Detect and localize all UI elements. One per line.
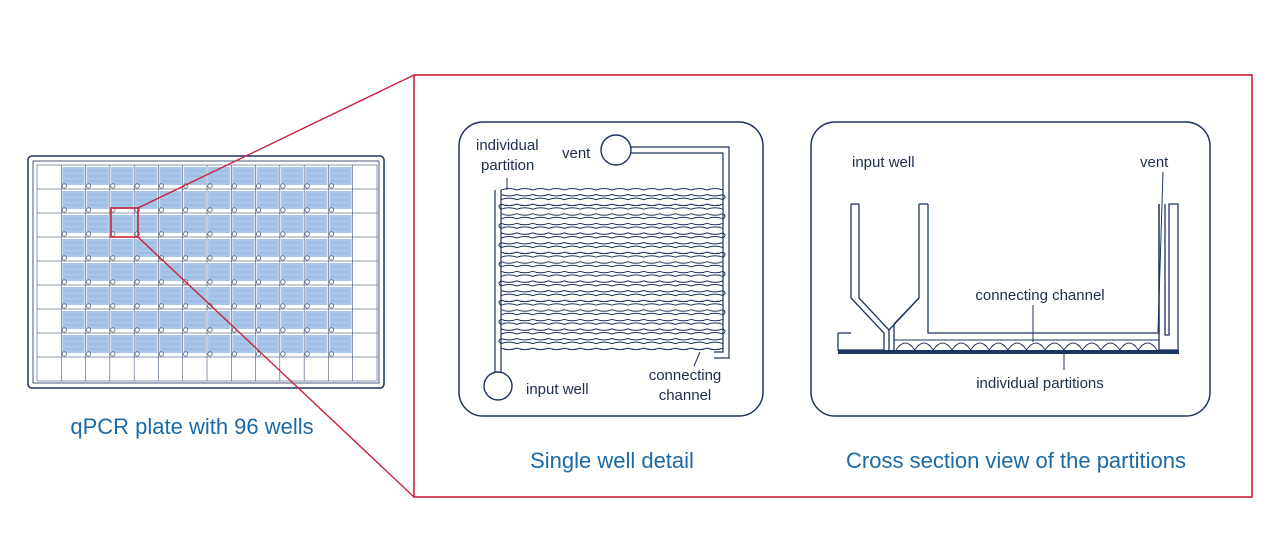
partition-row-top	[500, 226, 724, 229]
single-well-caption: Single well detail	[530, 448, 694, 473]
partition-row-bottom	[500, 213, 724, 216]
partition-row-top	[500, 312, 724, 316]
partition-row-top	[500, 188, 724, 191]
partition-row-bottom	[500, 270, 724, 274]
plate-caption: qPCR plate with 96 wells	[70, 414, 313, 439]
base-plate	[838, 350, 1179, 354]
input-well-wall-left	[858, 204, 890, 350]
partition-turn	[498, 318, 502, 325]
partition-row-bottom	[500, 251, 724, 255]
partition-turn	[722, 232, 726, 239]
input-well-circle	[483, 371, 513, 401]
partition-row-top	[500, 284, 724, 287]
partition-turn	[722, 270, 726, 277]
cross-section-box	[810, 121, 1211, 417]
label-connecting-channel-1: connecting	[649, 367, 722, 384]
partition-row-bottom	[500, 328, 724, 331]
partition-row-bottom	[500, 347, 724, 351]
partition-row-bottom	[500, 309, 724, 312]
partition-row-bottom	[500, 241, 724, 245]
partition-row-top	[500, 255, 724, 258]
cross-section-panel: input well vent connecting channel indiv…	[810, 121, 1211, 417]
partition-turn	[498, 299, 502, 306]
partition-row-top	[500, 236, 724, 239]
xs-label-individual-partitions: individual partitions	[976, 375, 1104, 392]
partition-row-top	[500, 207, 724, 210]
partition-turn	[498, 242, 502, 249]
vent-channel	[631, 146, 730, 359]
partition-row-top	[500, 341, 724, 345]
input-well-wall-outer	[850, 204, 885, 350]
zoom-line-bottom	[137, 236, 415, 498]
label-individual-partition-1: individual	[476, 137, 539, 154]
partition-row-top	[500, 322, 724, 325]
plate-well-grid	[36, 164, 378, 382]
partition-row-bottom	[500, 261, 724, 264]
channel-leader	[693, 351, 701, 367]
partition-row-bottom	[500, 232, 724, 235]
partition-turn	[498, 222, 502, 229]
qpcr-plate	[27, 155, 385, 389]
vent-circle	[600, 134, 632, 166]
partition-turn	[498, 203, 502, 210]
partition-row-top	[500, 197, 724, 201]
label-vent: vent	[562, 145, 591, 162]
partition-row-bottom	[500, 222, 724, 226]
partition-row-top	[500, 264, 724, 268]
xs-vent-leader	[1157, 171, 1164, 333]
cross-section-caption: Cross section view of the partitions	[846, 448, 1186, 473]
label-connecting-channel-2: channel	[659, 387, 712, 404]
label-individual-partition-2: partition	[481, 157, 534, 174]
partition-row-top	[500, 245, 724, 249]
partition-array	[498, 188, 726, 351]
partition-row-bottom	[500, 280, 724, 283]
partition-turn	[722, 194, 726, 201]
partition-turn	[498, 338, 502, 345]
partition-turn	[722, 290, 726, 297]
xs-label-vent: vent	[1140, 154, 1169, 171]
partition-turn	[498, 261, 502, 268]
partition-row-top	[500, 274, 724, 277]
partition-row-bottom	[500, 193, 724, 197]
partition-row-top	[500, 303, 724, 306]
partition-row-bottom	[500, 203, 724, 207]
xs-label-connecting-channel: connecting channel	[975, 287, 1104, 304]
partition-turn	[722, 328, 726, 335]
partition-row-top	[500, 216, 724, 220]
funnel-bottom-right	[893, 297, 920, 350]
partition-row-bottom	[500, 289, 724, 293]
partition-row-top	[500, 332, 724, 335]
highlighted-well	[110, 207, 139, 238]
xs-label-input-well: input well	[852, 154, 915, 171]
partition-turn	[498, 280, 502, 287]
partition-row-bottom	[500, 318, 724, 322]
label-input-well: input well	[526, 381, 589, 398]
zoom-line-top	[137, 74, 415, 209]
partition-row-bottom	[500, 299, 724, 303]
partition-row-bottom	[500, 337, 724, 341]
partition-row-top	[500, 293, 724, 297]
partition-turn	[722, 251, 726, 258]
partition-turn	[722, 213, 726, 220]
plate-inner	[32, 160, 380, 384]
partition-turn	[722, 309, 726, 316]
single-well-panel: individual partition vent input well con…	[458, 121, 764, 417]
